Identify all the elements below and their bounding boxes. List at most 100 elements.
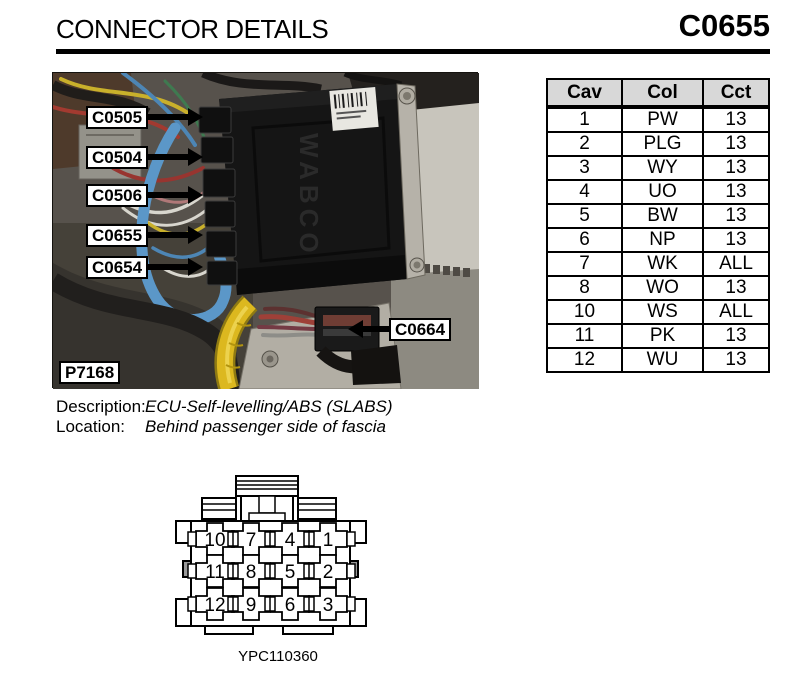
pin-number: 9 bbox=[246, 595, 257, 616]
callout-arrow bbox=[148, 192, 189, 198]
table-cell: PW bbox=[621, 106, 704, 133]
description-label: Description: bbox=[56, 397, 146, 416]
pin-numbers: 10 7 4 1 11 8 5 2 12 9 6 3 bbox=[204, 530, 333, 616]
table-cell: NP bbox=[621, 227, 704, 253]
pin-number: 10 bbox=[204, 530, 225, 551]
location-value: Behind passenger side of fascia bbox=[145, 417, 386, 436]
callout-c0504: C0504 bbox=[86, 145, 204, 169]
col-header-cct: Cct bbox=[702, 78, 770, 109]
pin-number: 1 bbox=[323, 530, 334, 551]
callout-arrow bbox=[148, 154, 189, 160]
table-cell: WO bbox=[621, 275, 704, 301]
location-row: Location: Behind passenger side of fasci… bbox=[56, 417, 393, 437]
table-cell: ALL bbox=[702, 299, 770, 325]
c0664-connector bbox=[257, 306, 401, 385]
ecu-module: WABCO bbox=[219, 84, 407, 295]
table-cell: 7 bbox=[546, 251, 623, 277]
pin-number: 12 bbox=[204, 595, 225, 616]
col-header-cav: Cav bbox=[546, 78, 623, 109]
pin-number: 4 bbox=[285, 530, 296, 551]
pin-number: 3 bbox=[323, 595, 334, 616]
table-header-row: Cav Col Cct bbox=[546, 78, 770, 109]
pin-cavities bbox=[187, 522, 356, 621]
arrow-head-icon bbox=[188, 226, 204, 244]
pin-number: 8 bbox=[246, 562, 257, 583]
pin-number: 5 bbox=[285, 562, 296, 583]
table-cell: 8 bbox=[546, 275, 623, 301]
callout-label: C0654 bbox=[86, 255, 149, 279]
pin-diagram: 10 7 4 1 11 8 5 2 12 9 6 3 bbox=[175, 475, 367, 635]
table-cell: 4 bbox=[546, 179, 623, 205]
callout-c0655: C0655 bbox=[86, 223, 204, 247]
table-cell: BW bbox=[621, 203, 704, 229]
description-value: ECU-Self-levelling/ABS (SLABS) bbox=[145, 397, 393, 416]
photo-ref-label: P7168 bbox=[59, 360, 121, 384]
table-cell: WU bbox=[621, 347, 704, 373]
table-cell: 3 bbox=[546, 155, 623, 181]
mounting-bracket bbox=[396, 83, 426, 280]
location-label: Location: bbox=[56, 417, 125, 436]
callout-c0506: C0506 bbox=[86, 183, 204, 207]
callout-arrow bbox=[148, 114, 189, 120]
callout-label: C0505 bbox=[86, 105, 149, 129]
table-cell: 13 bbox=[702, 106, 770, 133]
table-cell: PLG bbox=[621, 131, 704, 157]
arrow-head-icon bbox=[188, 186, 204, 204]
callout-c0654: C0654 bbox=[86, 255, 204, 279]
table-cell: 12 bbox=[546, 347, 623, 373]
table-cell: WS bbox=[621, 299, 704, 325]
table-cell: WY bbox=[621, 155, 704, 181]
callout-label: C0655 bbox=[86, 223, 149, 247]
callout-label: C0664 bbox=[389, 317, 452, 341]
table-cell: 13 bbox=[702, 131, 770, 157]
table-cell: ALL bbox=[702, 251, 770, 277]
table-cell: 11 bbox=[546, 323, 623, 349]
table-cell: 13 bbox=[702, 203, 770, 229]
callout-label: C0506 bbox=[86, 183, 149, 207]
page-title: CONNECTOR DETAILS bbox=[56, 14, 329, 44]
table-cell: 13 bbox=[702, 323, 770, 349]
yellow-cable bbox=[214, 295, 258, 389]
table-cell: 13 bbox=[702, 227, 770, 253]
table-cell: 13 bbox=[702, 155, 770, 181]
callout-label: C0504 bbox=[86, 145, 149, 169]
pin-number: 11 bbox=[205, 562, 225, 583]
callout-c0664: C0664 bbox=[348, 317, 452, 341]
table-cell: 10 bbox=[546, 299, 623, 325]
description-row: Description: ECU-Self-levelling/ABS (SLA… bbox=[56, 397, 393, 417]
pin-number: 7 bbox=[246, 530, 257, 551]
barcode-label bbox=[329, 86, 379, 131]
callout-arrow bbox=[148, 232, 189, 238]
table-cell: 13 bbox=[702, 347, 770, 373]
table-cell: 13 bbox=[702, 275, 770, 301]
table-cell: 5 bbox=[546, 203, 623, 229]
connector-photo: WABCO bbox=[52, 72, 479, 389]
table-cell: PK bbox=[621, 323, 704, 349]
callout-arrow bbox=[363, 326, 389, 332]
header-rule bbox=[56, 49, 770, 54]
table-cell: 2 bbox=[546, 131, 623, 157]
callout-c0505: C0505 bbox=[86, 105, 204, 129]
arrow-head-icon bbox=[348, 320, 363, 338]
connector-details: Description: ECU-Self-levelling/ABS (SLA… bbox=[56, 397, 393, 437]
callout-arrow bbox=[148, 264, 189, 270]
arrow-head-icon bbox=[188, 258, 204, 276]
table-cell: 13 bbox=[702, 179, 770, 205]
table-cell: 1 bbox=[546, 106, 623, 133]
photo-illustration: WABCO bbox=[53, 73, 479, 389]
connector-id: C0655 bbox=[678, 8, 770, 43]
ecu-brand-text: WABCO bbox=[294, 133, 324, 258]
